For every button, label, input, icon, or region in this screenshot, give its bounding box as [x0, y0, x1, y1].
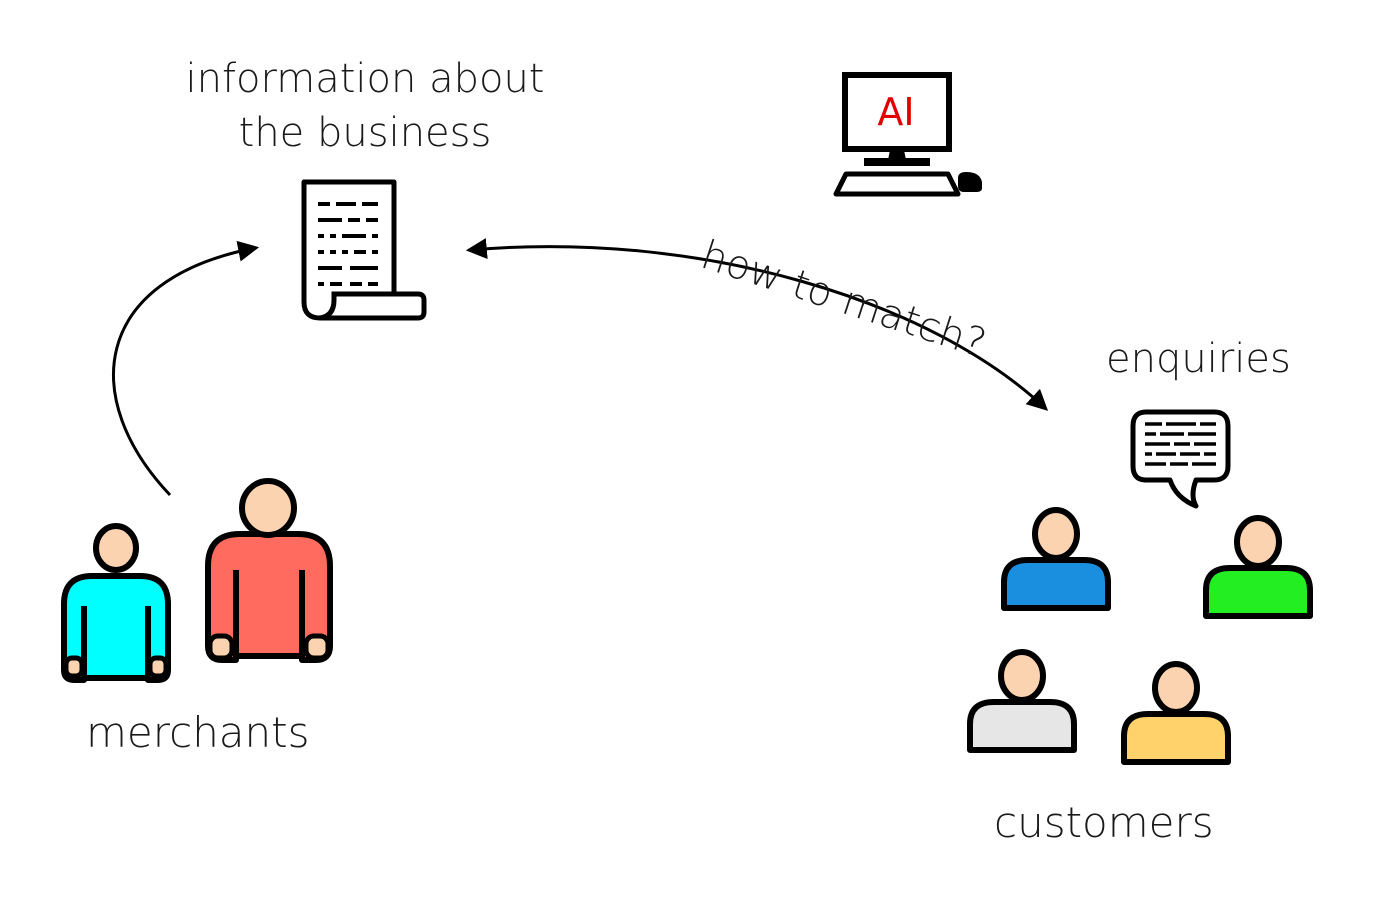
customers-label: customers	[994, 798, 1214, 847]
ai-screen-text: AI	[877, 90, 914, 134]
customer-person-icon-3	[967, 649, 1077, 753]
document-title-line-2: the business	[238, 110, 492, 156]
customer-person-icon-4	[1121, 661, 1231, 765]
document-title: information about the business	[150, 52, 580, 160]
computer-icon: AI	[833, 72, 982, 197]
enquiries-label: enquiries	[1106, 336, 1291, 382]
merchants-to-document-arrow	[112, 240, 260, 497]
merchant-person-icon-2	[205, 478, 333, 663]
customer-person-icon-2	[1203, 515, 1313, 619]
speech-bubble-icon	[1130, 409, 1231, 509]
customer-person-icon-1	[1001, 507, 1111, 611]
merchants-label: merchants	[86, 708, 310, 757]
merchant-person-icon-1	[61, 523, 171, 683]
document-customers-arrow	[465, 238, 1049, 411]
document-icon	[301, 179, 427, 321]
document-title-line-1: information about	[185, 56, 545, 102]
